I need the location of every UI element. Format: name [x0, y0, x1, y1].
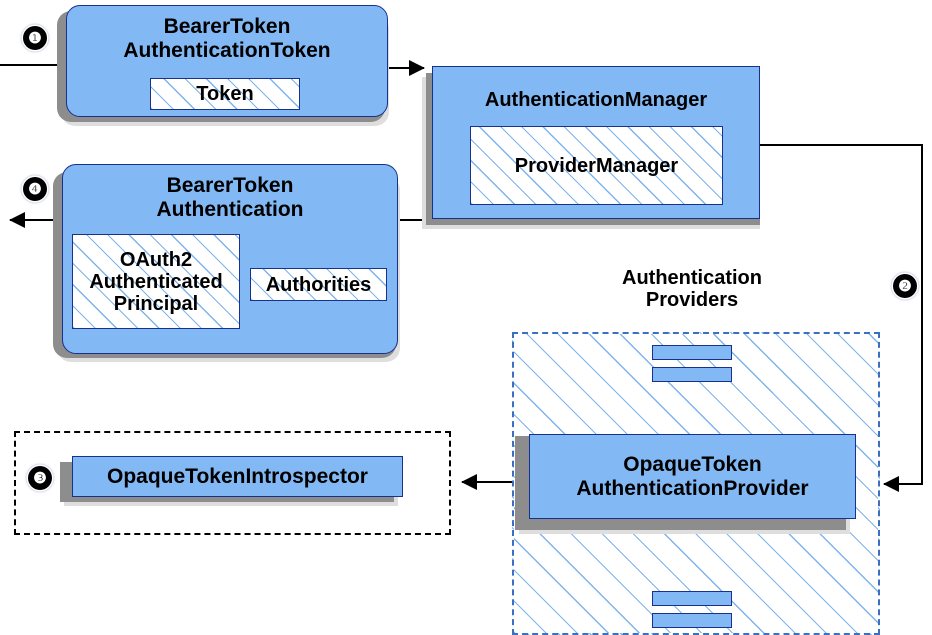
opaque-token-authentication-provider-label: OpaqueToken AuthenticationProvider: [576, 452, 809, 500]
provider-manager-label: ProviderManager: [514, 154, 679, 177]
authentication-providers-caption: Authentication Providers: [622, 267, 762, 312]
provider-manager-inner-box[interactable]: ProviderManager: [470, 126, 723, 205]
oauth2-authenticated-principal-box[interactable]: OAuth2 Authenticated Principal: [72, 234, 240, 329]
token-inner-label: Token: [196, 83, 254, 105]
authorities-label: Authorities: [265, 273, 372, 296]
authorities-box[interactable]: Authorities: [250, 268, 387, 301]
step-marker-2: ❷: [893, 274, 917, 298]
authentication-manager-label: AuthenticationManager: [484, 89, 708, 111]
provider-bar-bottom-2: [652, 613, 732, 628]
node-opaque-token-authentication-provider[interactable]: OpaqueToken AuthenticationProvider: [529, 434, 856, 519]
token-inner-box[interactable]: Token: [150, 78, 300, 110]
introspector-group: [14, 431, 451, 535]
step-marker-3: ❸: [28, 466, 52, 490]
step-marker-4: ❹: [23, 177, 47, 201]
oauth2-authenticated-principal-label: OAuth2 Authenticated Principal: [89, 248, 223, 315]
opaque-token-introspector-label: OpaqueTokenIntrospector: [107, 464, 368, 488]
bearer-token-authentication-token-label: BearerToken AuthenticationToken: [123, 15, 331, 62]
provider-bar-top-2: [652, 367, 732, 382]
node-opaque-token-introspector[interactable]: OpaqueTokenIntrospector: [72, 456, 403, 497]
bearer-token-authentication-label: BearerToken Authentication: [156, 174, 304, 221]
step-marker-1: ❶: [23, 26, 47, 50]
provider-bar-top-1: [652, 345, 732, 360]
provider-bar-bottom-1: [652, 591, 732, 606]
